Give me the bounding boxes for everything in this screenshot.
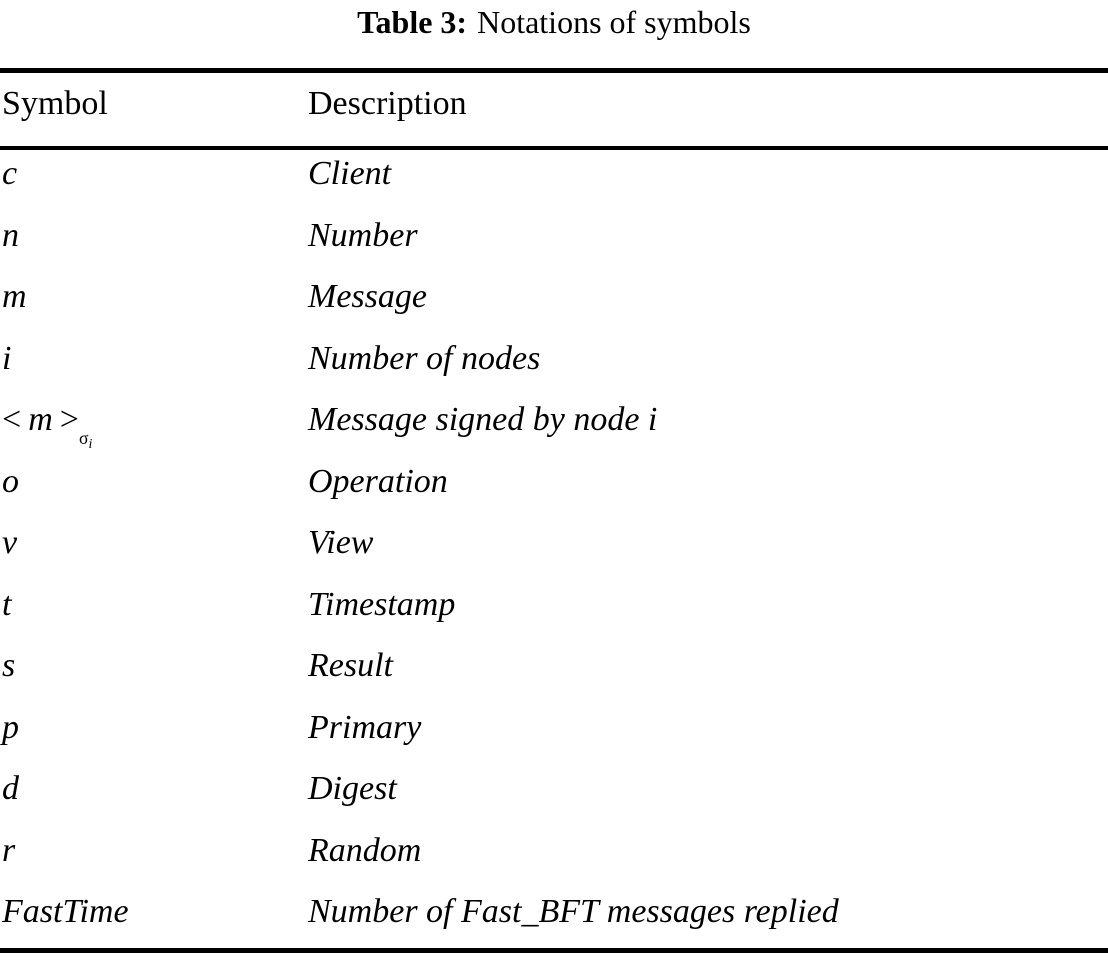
table-top-rule [0, 68, 1108, 73]
cell-symbol-math: <m>σi [0, 392, 308, 454]
cell-symbol: r [2, 831, 16, 869]
table-body: c Client n Number m Message i Number of … [0, 146, 1108, 946]
table-row: c Client [0, 146, 1108, 208]
table-header-rule [0, 146, 1108, 150]
signed-message-notation: <m>σi [2, 401, 92, 450]
table-caption: Table 3:Notations of symbols [0, 2, 1108, 42]
table-row: n Number [0, 208, 1108, 270]
cell-symbol: c [2, 155, 18, 192]
cell-symbol: FastTime [2, 893, 129, 930]
cell-symbol: d [2, 770, 19, 807]
cell-symbol: s [2, 647, 16, 684]
column-header-symbol: Symbol [2, 85, 108, 122]
table-row: i Number of nodes [0, 331, 1108, 393]
cell-description: Digest [308, 770, 397, 807]
cell-description: Number [308, 216, 418, 254]
table-row: v View [0, 515, 1108, 577]
math-subscript-index: i [88, 435, 93, 451]
table-row: p Primary [0, 700, 1108, 762]
math-subscript-sigma: σi [78, 427, 93, 451]
table-header-row: Symbol Description [0, 78, 1108, 146]
cell-description: Random [308, 831, 422, 869]
column-header-description: Description [308, 85, 467, 122]
cell-symbol: p [2, 708, 19, 746]
cell-symbol: n [2, 216, 19, 254]
math-sigma: σ [78, 427, 89, 448]
cell-symbol: m [2, 278, 27, 315]
cell-description: Number of nodes [308, 339, 541, 377]
table-caption-label: Table 3: [357, 4, 468, 40]
cell-symbol: v [2, 524, 18, 561]
table-row: FastTime Number of Fast_BFT messages rep… [0, 884, 1108, 946]
cell-description: Result [308, 647, 393, 684]
table-row: r Random [0, 823, 1108, 885]
table-row: t Timestamp [0, 577, 1108, 639]
cell-description: Message [308, 278, 427, 315]
table-row: d Digest [0, 761, 1108, 823]
cell-description: View [308, 524, 374, 561]
table-row: <m>σi Message signed by node i [0, 392, 1108, 454]
cell-description: Timestamp [308, 585, 456, 623]
table-row: m Message [0, 269, 1108, 331]
math-close-angle: > [59, 401, 79, 438]
table-bottom-rule [0, 948, 1108, 953]
cell-description: Operation [308, 462, 448, 500]
table-caption-text: Notations of symbols [477, 4, 751, 40]
cell-description: Primary [308, 708, 422, 746]
notations-table: Symbol Description c Client n Number m M… [0, 78, 1108, 946]
cell-symbol: i [2, 339, 12, 377]
math-open-angle: < [2, 401, 22, 438]
cell-symbol: t [2, 585, 12, 623]
table-row: s Result [0, 638, 1108, 700]
cell-symbol: o [2, 462, 19, 500]
cell-description: Client [308, 155, 392, 192]
math-base: m [28, 401, 53, 438]
cell-description: Message signed by node i [308, 401, 658, 438]
cell-description: Number of Fast_BFT messages replied [308, 893, 839, 930]
table-row: o Operation [0, 454, 1108, 516]
